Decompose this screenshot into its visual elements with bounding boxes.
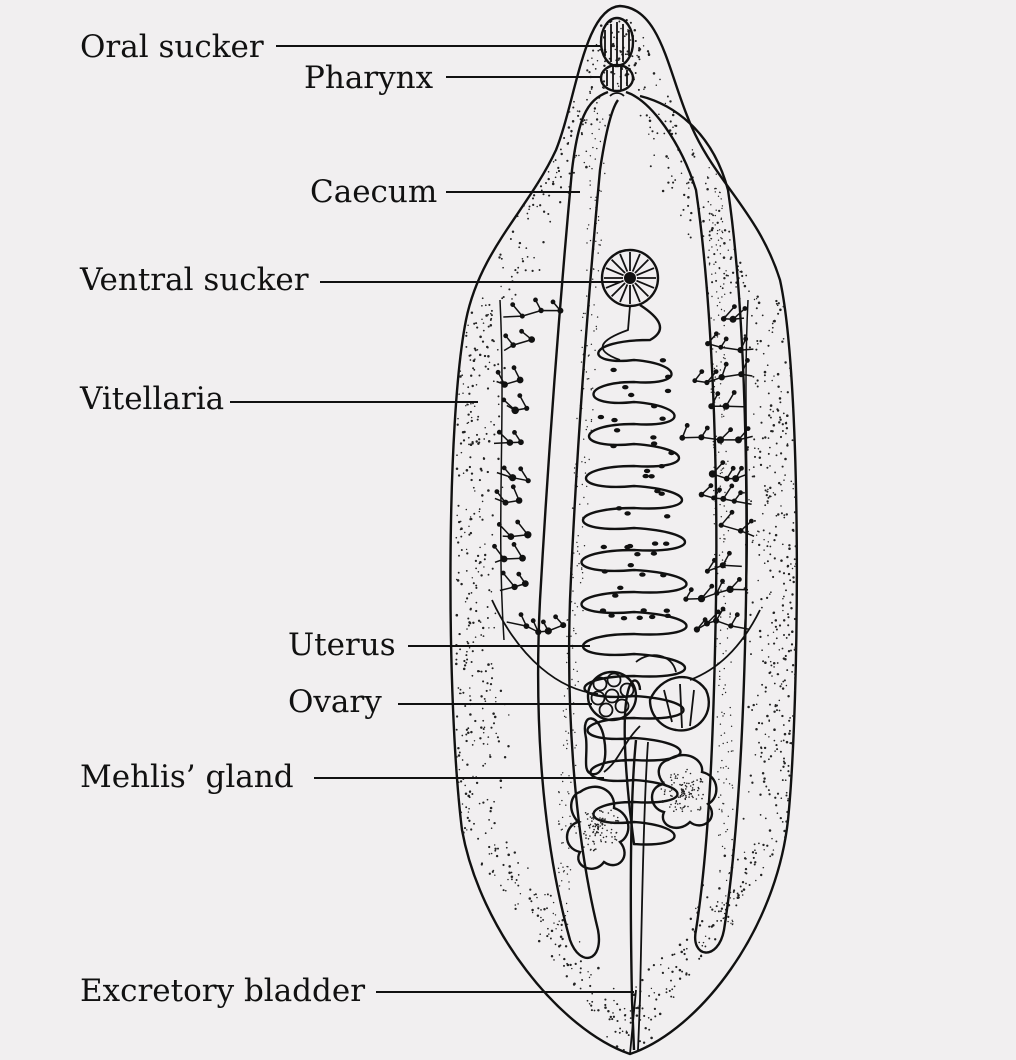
testes-stipple	[573, 768, 704, 852]
vitellaria-left	[492, 297, 567, 641]
excretory-bladder	[629, 739, 638, 1051]
label-ventral-sucker: Ventral sucker	[79, 262, 309, 298]
uterus	[580, 303, 688, 846]
oral-sucker	[599, 16, 635, 68]
label-vitellaria: Vitellaria	[79, 381, 224, 417]
vitellaria-right	[679, 299, 755, 641]
seminal-receptacle	[583, 717, 607, 776]
testis-left	[565, 785, 630, 870]
vitelline-duct-left	[491, 599, 599, 695]
label-mehlis-gland: Mehlis’ gland	[80, 759, 294, 795]
mehlis-gland	[635, 654, 710, 732]
label-uterus: Uterus	[288, 627, 396, 663]
excretory-bladder-inner	[637, 741, 649, 1051]
body-outline	[449, 4, 799, 1056]
caecum-right	[625, 90, 748, 954]
label-ovary: Ovary	[288, 684, 382, 720]
ovary	[586, 670, 638, 722]
vitelline-duct-right	[689, 609, 761, 681]
label-pharynx: Pharynx	[304, 60, 434, 96]
testis-right	[650, 753, 718, 829]
label-excretory-bladder: Excretory bladder	[80, 973, 365, 1009]
caeca-bifurcation	[609, 92, 625, 97]
label-caecum: Caecum	[310, 174, 437, 210]
oviduct	[603, 725, 641, 773]
ventral-sucker	[600, 248, 660, 308]
testes	[565, 753, 718, 870]
caecum-left	[536, 90, 619, 959]
label-oral-sucker: Oral sucker	[80, 29, 264, 65]
pharynx	[599, 63, 635, 93]
tegument-stipple	[455, 18, 797, 1052]
